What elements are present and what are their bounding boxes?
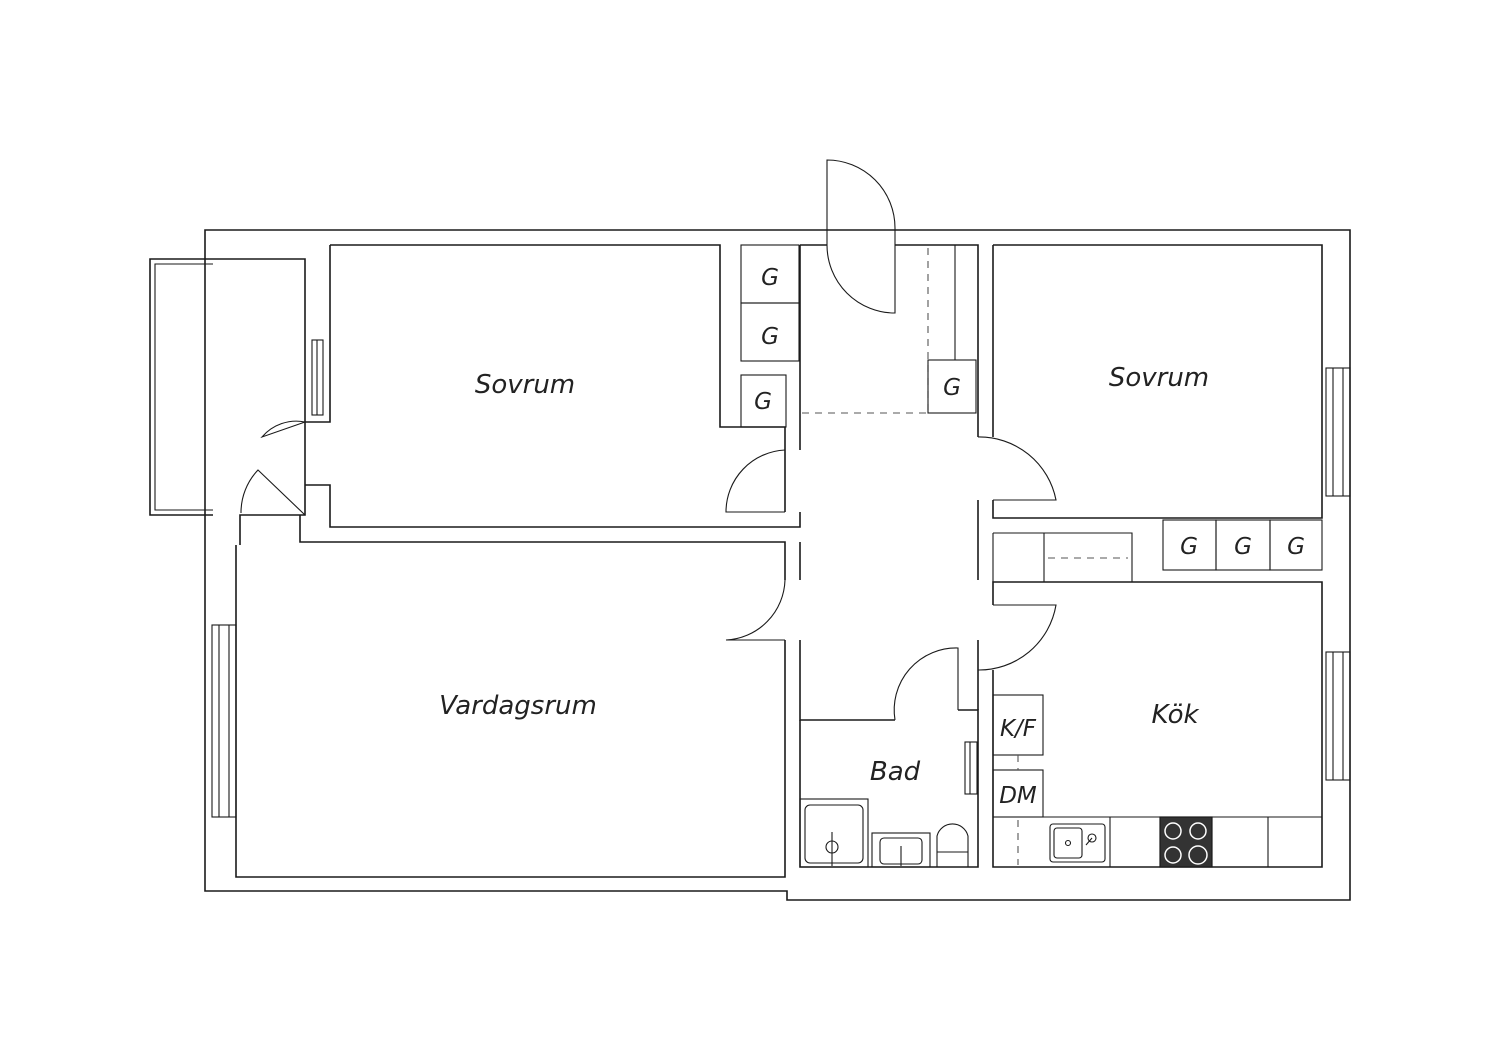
closet-label: G bbox=[754, 389, 772, 415]
kitchen bbox=[992, 581, 1351, 868]
kitchen-label: Kök bbox=[1151, 700, 1199, 730]
closet-label: G bbox=[1234, 534, 1252, 560]
outer-walls bbox=[204, 229, 1351, 901]
hall-closets-left bbox=[740, 244, 800, 428]
closet-label: G bbox=[1180, 534, 1198, 560]
closet-label: G bbox=[943, 375, 961, 401]
living-room bbox=[211, 515, 801, 878]
fridge-freezer-label: K/F bbox=[1000, 716, 1037, 742]
bedroom-right-label: Sovrum bbox=[1109, 363, 1209, 393]
living-room-label: Vardagsrum bbox=[439, 691, 597, 721]
closets-right bbox=[992, 519, 1323, 582]
closet-label: G bbox=[1287, 534, 1305, 560]
balcony bbox=[149, 258, 306, 545]
dishwasher-label: DM bbox=[999, 783, 1037, 809]
closet-label: G bbox=[761, 265, 779, 291]
bathroom-label: Bad bbox=[870, 757, 921, 787]
balcony-door bbox=[240, 420, 306, 516]
bedroom-left-label: Sovrum bbox=[475, 370, 575, 400]
bedroom-right bbox=[992, 244, 1351, 519]
bathroom bbox=[799, 720, 979, 868]
bedroom-left bbox=[305, 244, 801, 528]
closet-label: G bbox=[761, 324, 779, 350]
hallway bbox=[725, 159, 1057, 721]
